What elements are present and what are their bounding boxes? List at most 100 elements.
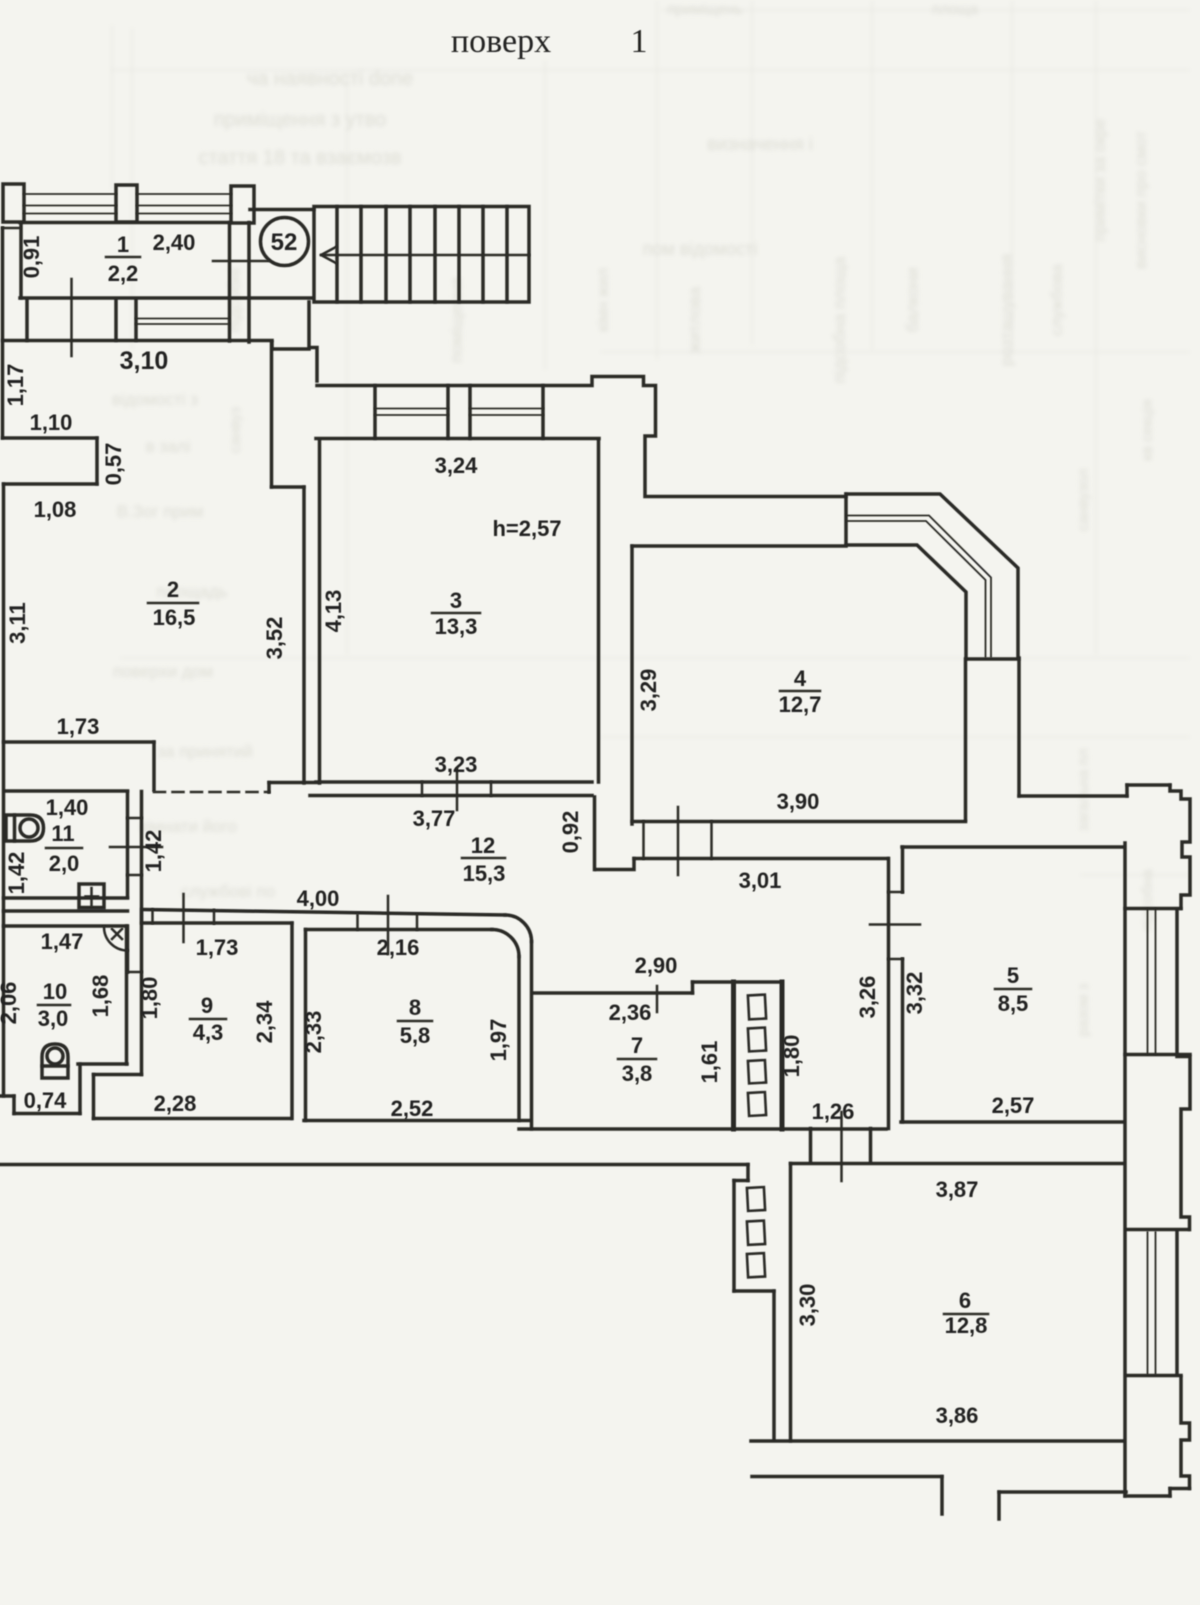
svg-text:в залі: в залі bbox=[146, 437, 191, 456]
svg-text:12: 12 bbox=[471, 833, 495, 858]
svg-text:житлова: житлова bbox=[685, 286, 704, 353]
svg-text:3,87: 3,87 bbox=[936, 1177, 979, 1202]
svg-text:площадь: площадь bbox=[157, 582, 228, 601]
svg-text:загальна пл: загальна пл bbox=[1075, 749, 1092, 832]
svg-text:0,92: 0,92 bbox=[558, 811, 583, 854]
svg-text:1,26: 1,26 bbox=[812, 1099, 855, 1124]
svg-text:3,30: 3,30 bbox=[795, 1284, 820, 1327]
svg-text:санвуз: санвуз bbox=[227, 407, 244, 453]
svg-text:1,80: 1,80 bbox=[779, 1035, 804, 1078]
svg-text:0,74: 0,74 bbox=[24, 1088, 68, 1113]
svg-text:примітки за окре: примітки за окре bbox=[1092, 118, 1109, 241]
svg-text:1,68: 1,68 bbox=[88, 975, 113, 1018]
svg-text:1,61: 1,61 bbox=[697, 1041, 722, 1084]
svg-text:3,23: 3,23 bbox=[435, 752, 478, 777]
svg-text:1: 1 bbox=[117, 232, 129, 257]
svg-text:2: 2 bbox=[167, 577, 179, 602]
svg-text:відомості з: відомості з bbox=[112, 390, 198, 409]
svg-text:4,3: 4,3 bbox=[193, 1020, 224, 1045]
svg-text:2,0: 2,0 bbox=[49, 851, 80, 876]
svg-text:3,52: 3,52 bbox=[262, 617, 287, 660]
svg-text:поміщення: поміщення bbox=[447, 277, 466, 362]
svg-text:3,77: 3,77 bbox=[413, 806, 456, 831]
svg-text:3,32: 3,32 bbox=[902, 972, 927, 1015]
svg-text:4: 4 bbox=[794, 666, 807, 691]
svg-text:1,80: 1,80 bbox=[137, 977, 162, 1020]
svg-text:1,42: 1,42 bbox=[141, 830, 166, 873]
svg-text:1,10: 1,10 bbox=[30, 410, 73, 435]
svg-text:6: 6 bbox=[959, 1288, 971, 1313]
svg-text:5,8: 5,8 bbox=[400, 1023, 431, 1048]
svg-text:3,24: 3,24 bbox=[435, 453, 479, 478]
svg-text:2,33: 2,33 bbox=[301, 1011, 326, 1054]
svg-text:балкони: балкони bbox=[903, 268, 922, 333]
svg-text:2,34: 2,34 bbox=[252, 1000, 277, 1044]
svg-text:2,36: 2,36 bbox=[609, 1000, 652, 1025]
svg-text:площа: площа bbox=[932, 1, 979, 18]
svg-text:3,10: 3,10 bbox=[120, 347, 169, 375]
svg-text:3,11: 3,11 bbox=[5, 602, 30, 644]
svg-text:службова: службова bbox=[1049, 264, 1066, 336]
svg-text:3,0: 3,0 bbox=[38, 1006, 69, 1031]
svg-text:2,16: 2,16 bbox=[377, 935, 420, 960]
svg-text:підсобна: підсобна bbox=[1139, 869, 1156, 931]
svg-text:1,42: 1,42 bbox=[4, 852, 29, 895]
svg-text:1,73: 1,73 bbox=[196, 935, 239, 960]
svg-text:1,47: 1,47 bbox=[41, 929, 84, 954]
svg-text:за принятий: за принятий bbox=[157, 742, 253, 761]
svg-text:3,29: 3,29 bbox=[636, 669, 661, 712]
svg-text:8: 8 bbox=[409, 995, 421, 1020]
svg-text:В.Зог прим: В.Зог прим bbox=[117, 502, 204, 521]
svg-text:1,17: 1,17 bbox=[3, 364, 28, 407]
svg-text:0,57: 0,57 bbox=[101, 443, 126, 486]
svg-text:3,8: 3,8 bbox=[622, 1061, 653, 1086]
svg-text:3,01: 3,01 bbox=[739, 868, 782, 893]
svg-text:3,90: 3,90 bbox=[777, 789, 820, 814]
svg-text:2,40: 2,40 bbox=[153, 230, 196, 255]
svg-text:h=2,57: h=2,57 bbox=[492, 516, 561, 541]
svg-text:1: 1 bbox=[631, 23, 648, 60]
svg-text:1,08: 1,08 bbox=[34, 497, 77, 522]
svg-text:4,13: 4,13 bbox=[321, 590, 346, 633]
svg-text:13,3: 13,3 bbox=[435, 614, 478, 639]
svg-text:9: 9 bbox=[201, 993, 213, 1018]
svg-text:12,8: 12,8 bbox=[945, 1313, 988, 1338]
svg-text:приміщення з утво: приміщення з утво bbox=[214, 109, 387, 131]
svg-text:кімнати його: кімнати його bbox=[139, 817, 237, 836]
svg-text:3,26: 3,26 bbox=[855, 976, 880, 1019]
svg-text:4,00: 4,00 bbox=[297, 886, 340, 911]
svg-text:11: 11 bbox=[51, 821, 74, 846]
svg-text:3: 3 bbox=[450, 588, 462, 613]
svg-text:санвузол: санвузол bbox=[1075, 469, 1092, 532]
svg-text:0,91: 0,91 bbox=[19, 236, 44, 279]
svg-text:кв секція: кв секція bbox=[1139, 399, 1156, 460]
svg-text:висновки про смот: висновки про смот bbox=[1133, 130, 1150, 269]
svg-text:1,73: 1,73 bbox=[57, 714, 100, 739]
svg-text:пом відомості: пом відомості bbox=[643, 239, 758, 259]
svg-text:ча наявності done: ча наявності done bbox=[247, 68, 414, 90]
svg-text:поверхи дом: поверхи дом bbox=[113, 662, 213, 681]
svg-text:5: 5 bbox=[1007, 963, 1019, 988]
svg-text:8,5: 8,5 bbox=[998, 991, 1029, 1016]
svg-text:службові по: службові по bbox=[181, 882, 275, 901]
svg-text:приміщень: приміщень bbox=[667, 1, 742, 18]
svg-text:2,57: 2,57 bbox=[992, 1093, 1035, 1118]
svg-text:1,40: 1,40 bbox=[46, 795, 89, 820]
svg-text:поверх: поверх bbox=[451, 23, 551, 60]
svg-text:3,86: 3,86 bbox=[936, 1403, 979, 1428]
svg-text:підсобна площа: підсобна площа bbox=[830, 256, 849, 383]
svg-text:1,97: 1,97 bbox=[486, 1019, 511, 1062]
svg-text:розташування: розташування bbox=[997, 254, 1016, 366]
svg-text:10: 10 bbox=[43, 979, 67, 1004]
svg-text:12,7: 12,7 bbox=[779, 692, 822, 717]
svg-text:2,28: 2,28 bbox=[154, 1091, 197, 1116]
svg-text:2,52: 2,52 bbox=[391, 1096, 434, 1121]
svg-text:2,06: 2,06 bbox=[0, 982, 21, 1025]
svg-text:52: 52 bbox=[271, 229, 298, 256]
svg-text:визначення і: визначення і bbox=[707, 134, 812, 154]
svg-text:кімн жил: кімн жил bbox=[595, 268, 612, 332]
svg-text:16,5: 16,5 bbox=[153, 605, 196, 630]
svg-text:2,2: 2,2 bbox=[108, 261, 139, 286]
svg-text:2,90: 2,90 bbox=[635, 953, 678, 978]
svg-text:разом з: разом з bbox=[1075, 983, 1092, 1036]
